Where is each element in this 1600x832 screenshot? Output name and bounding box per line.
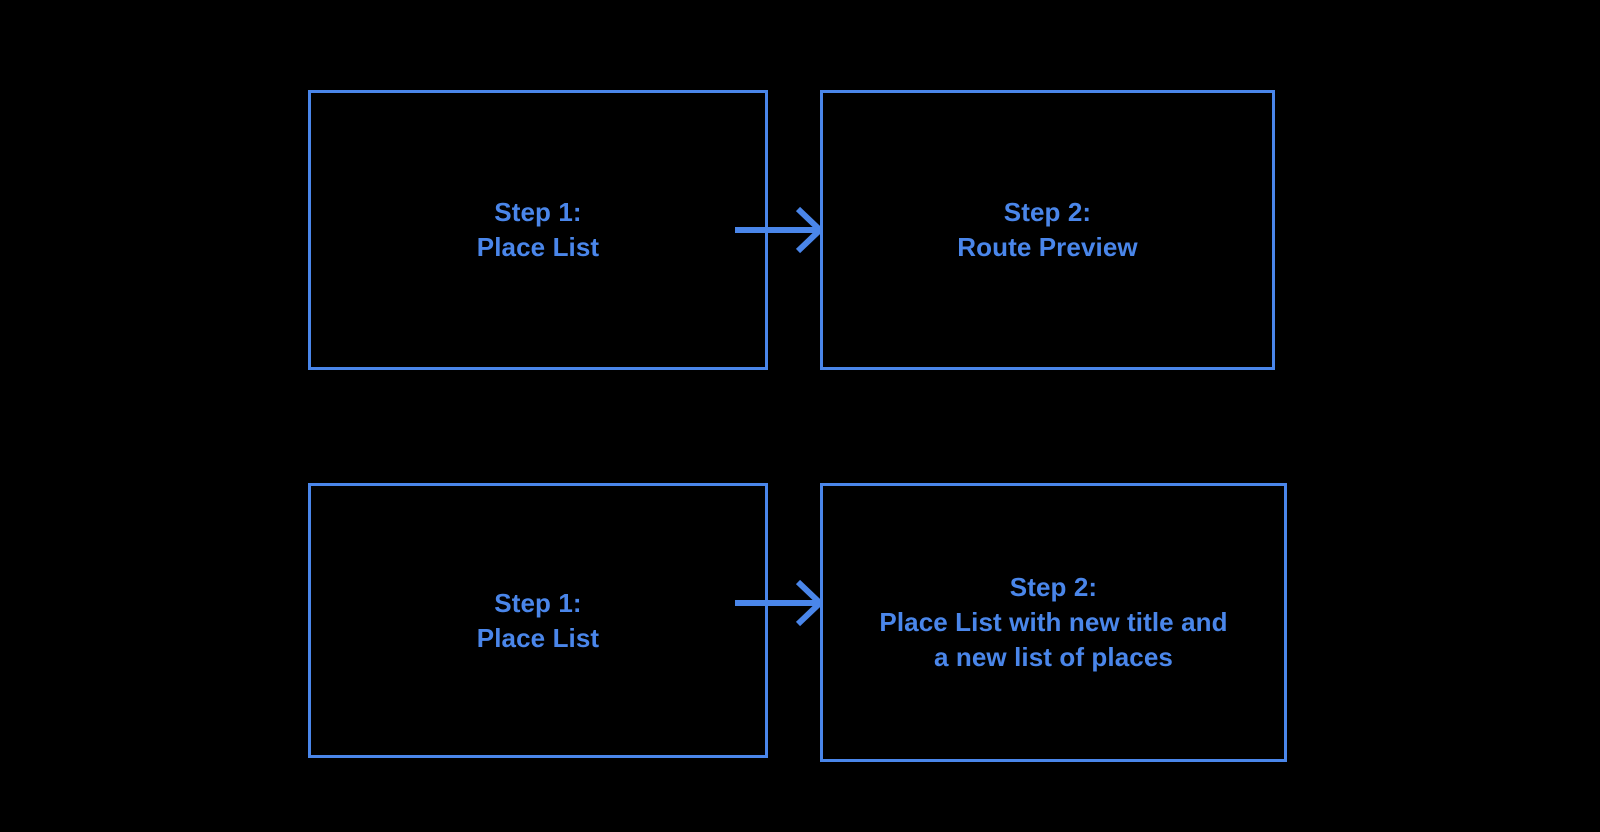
flow-row-1: Step 1: Place List Step 2: Route Preview bbox=[0, 90, 1600, 370]
flow-row-2: Step 1: Place List Step 2: Place List wi… bbox=[0, 483, 1600, 762]
flow-box-top-right[interactable]: Step 2: Route Preview bbox=[820, 90, 1275, 370]
flow-box-bottom-right[interactable]: Step 2: Place List with new title and a … bbox=[820, 483, 1287, 762]
flow-box-label: Step 1: Place List bbox=[476, 587, 600, 653]
flow-box-bottom-left[interactable]: Step 1: Place List bbox=[308, 483, 768, 758]
flow-box-top-left[interactable]: Step 1: Place List bbox=[308, 90, 768, 370]
flow-box-label: Step 2: Route Preview bbox=[957, 197, 1138, 262]
flow-box-label: Step 2: Place List with new title and a … bbox=[879, 572, 1228, 672]
flow-box-label: Step 1: Place List bbox=[476, 197, 600, 262]
